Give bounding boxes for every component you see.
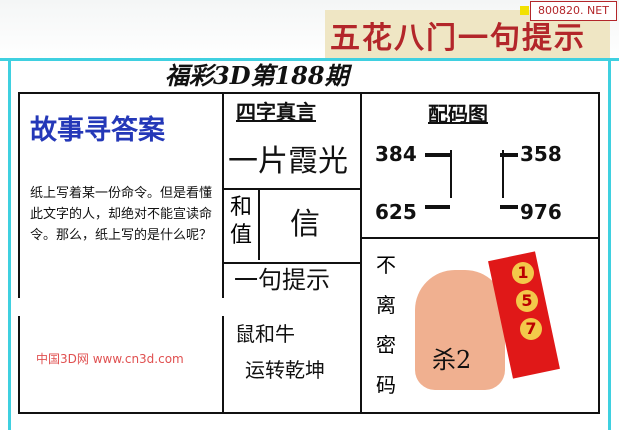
code-connector: [425, 205, 450, 209]
mask-strip: [12, 298, 360, 316]
hint-line2: 运转乾坤: [245, 358, 325, 382]
code-connector: [500, 205, 518, 209]
story-heading: 故事寻答案: [30, 115, 165, 146]
main-frame: [18, 92, 600, 414]
flag-number: 5: [516, 290, 538, 312]
divider: [222, 262, 362, 264]
divider: [222, 92, 224, 414]
sum-value: 信: [290, 207, 320, 242]
divider: [360, 237, 600, 239]
cyan-divider: [0, 58, 619, 61]
site-icon: [520, 6, 529, 15]
code-bottom-right: 976: [520, 200, 562, 224]
code-box: [450, 150, 504, 198]
code-top-right: 358: [520, 142, 562, 166]
four-words-phrase: 一片霞光: [228, 144, 348, 179]
flag-number: 7: [520, 318, 542, 340]
banner-title: 五花八门一句提示: [330, 21, 586, 56]
code-connector: [425, 153, 450, 157]
divider: [258, 190, 260, 260]
code-bottom-left: 625: [375, 200, 417, 224]
code-top-left: 384: [375, 142, 417, 166]
watermark: 中国3D网 www.cn3d.com: [36, 352, 184, 366]
hint-heading: 一句提示: [234, 266, 330, 294]
kill-number: 杀2: [432, 346, 472, 374]
sum-label: 和值: [230, 195, 253, 248]
divider: [222, 188, 362, 190]
four-words-heading: 四字真言: [236, 100, 316, 124]
cyan-right-border: [608, 60, 611, 430]
code-connector: [500, 153, 518, 157]
divider: [360, 92, 362, 414]
cyan-left-border: [8, 60, 11, 430]
story-text: 纸上写着某一份命令。但是看懂此文字的人，却绝对不能宣读命令。那么，纸上写的是什么…: [30, 186, 213, 243]
code-map-heading: 配码图: [428, 102, 488, 126]
flag-number: 1: [512, 262, 534, 284]
site-link[interactable]: 800820. NET: [530, 1, 617, 21]
secret-text: 不离密码: [376, 253, 396, 397]
issue-title: 福彩3D第188期: [165, 61, 349, 90]
cartoon-figure: [415, 270, 505, 390]
hint-line1: 鼠和牛: [235, 322, 295, 346]
